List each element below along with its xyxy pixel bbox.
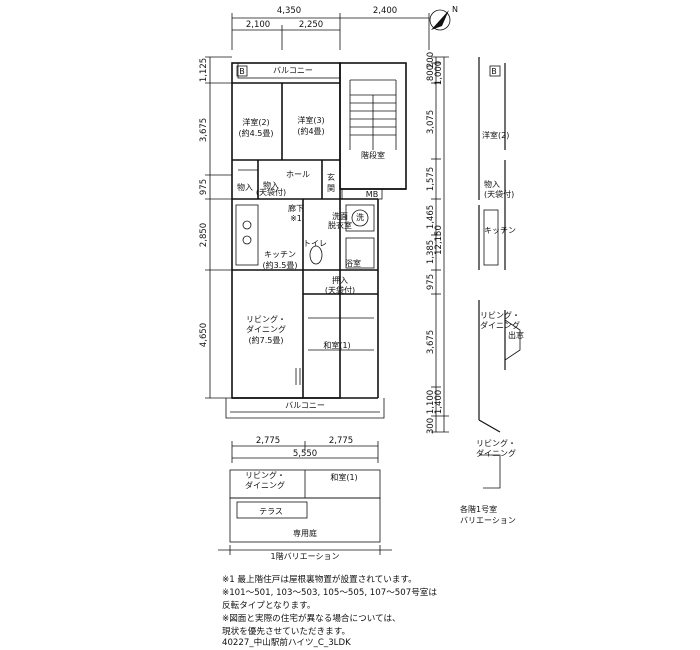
living-label-2: ダイニング [246, 324, 286, 334]
dim-right-2: 3,075 [426, 110, 436, 134]
dim-left-5: 4,650 [199, 323, 209, 347]
dim-right-1: 800 [426, 65, 436, 81]
washer-label: 洗 [356, 212, 364, 222]
var1f-terrace: テラス [259, 507, 283, 516]
dim-right-7: 3,675 [426, 330, 436, 354]
var1f-living-2: ダイニング [245, 480, 285, 490]
kitchen-label: キッチン [264, 250, 296, 259]
entrance-label-2: 関 [327, 184, 335, 193]
var1f-caption: 1階バリエーション [271, 551, 340, 561]
dim-right-9: 300 [426, 418, 436, 434]
dim-left-2: 3,675 [199, 118, 209, 142]
var1f-garden: 専用庭 [293, 528, 317, 538]
dim-bottom-a: 2,775 [256, 436, 280, 446]
living-label-1: リビング・ [246, 314, 286, 324]
side-living-1: リビング・ [480, 310, 520, 320]
living-size: (約7.5畳) [249, 335, 284, 345]
kitchen-size: (約3.5畳) [263, 260, 298, 270]
note-line-4: ※図面と実際の住宅が異なる場合については、 [222, 614, 401, 624]
bath-label: 浴室 [345, 258, 361, 268]
side-storage-2: (天袋付) [484, 189, 514, 199]
dim-right-6: 975 [426, 274, 436, 290]
side-storage-1: 物入 [484, 179, 500, 189]
stair-label: 階段室 [361, 150, 385, 160]
mb-label: MB [366, 190, 378, 199]
wash-label-2: 脱衣室 [328, 220, 352, 230]
dim-right-3: 1,575 [426, 167, 436, 191]
japanese-room-label: 和室(1) [323, 340, 350, 350]
note-line-5: 現状を優先させていただきます。 [222, 627, 351, 637]
balcony-top-label: バルコニー [273, 66, 313, 75]
dim-right-top: 200 [426, 52, 436, 68]
toilet-label: トイレ [303, 239, 327, 248]
compass-label: N [452, 5, 458, 14]
dim-top-overall: 4,350 [277, 6, 301, 16]
dim-right-bottom: 1,400 [434, 390, 444, 414]
storage-small-label: 物入 [263, 180, 279, 190]
dim-top-right: 2,400 [373, 6, 397, 16]
dim-bottom-b: 2,775 [329, 436, 353, 446]
closet-label: 押入 [332, 275, 348, 285]
dim-right-total: 12,150 [434, 225, 444, 255]
note-line-2: ※101～501, 103～503, 105～505, 107～507号室は [222, 588, 437, 598]
closet-sub: (天袋付) [325, 285, 355, 295]
western3-size: (約4畳) [297, 126, 324, 136]
dim-left-3: 975 [199, 179, 209, 195]
side-window: 出窓 [508, 330, 524, 340]
wash-label: 洗面 [332, 211, 348, 221]
plan-code: 40227_中山駅前ハイツ_C_3LDK [222, 638, 351, 648]
side-kitchen: キッチン [484, 226, 516, 235]
side-living-bottom-2: ダイニング [476, 448, 516, 458]
storage-small-sub: (天袋付) [256, 187, 286, 197]
western2-size: (約4.5畳) [239, 128, 274, 138]
dim-left-4: 2,850 [199, 223, 209, 247]
side-living-2: ダイニング [480, 320, 520, 330]
dim-top-b: 2,250 [299, 20, 323, 30]
var1f-living-1: リビング・ [245, 470, 285, 480]
var1f-japanese: 和室(1) [330, 472, 357, 482]
balcony-bottom-label: バルコニー [285, 401, 325, 410]
dim-right-4: 1,465 [426, 205, 436, 229]
dim-right-labels: 800 3,075 1,575 1,465 1,385 975 3,675 1,… [426, 52, 444, 434]
dim-left-labels: 1,125 3,675 975 2,850 4,650 [199, 58, 209, 347]
western3-label: 洋室(3) [297, 115, 324, 125]
side-caption-1: 各階1号室 [460, 504, 497, 514]
dim-right-5: 1,385 [426, 240, 436, 264]
dim-left-1: 1,125 [199, 58, 209, 82]
note-line-3: 反転タイプとなります。 [222, 601, 316, 611]
side-caption-2: バリエーション [460, 516, 516, 525]
dim-right-8: 1,100 [426, 390, 436, 414]
western2-label: 洋室(2) [242, 117, 269, 127]
side-western2: 洋室(2) [482, 130, 509, 140]
note-mark: ※1 [290, 214, 302, 223]
side-b-mark: B [491, 67, 497, 76]
compass-icon: N [429, 5, 458, 31]
corridor-label: 廊下 [288, 203, 304, 213]
hall-label: ホール [286, 170, 310, 179]
note-line-1: ※1 最上階住戸は屋根裏物置が設置されています。 [222, 575, 417, 585]
b-mark: B [239, 67, 245, 76]
dim-bottom-total: 5,550 [293, 449, 317, 459]
side-living-bottom-1: リビング・ [476, 438, 516, 448]
entrance-label-1: 玄 [327, 172, 335, 182]
dim-right-b: 1,000 [434, 61, 444, 85]
dim-top-a: 2,100 [246, 20, 270, 30]
storage1-label: 物入 [237, 182, 253, 192]
